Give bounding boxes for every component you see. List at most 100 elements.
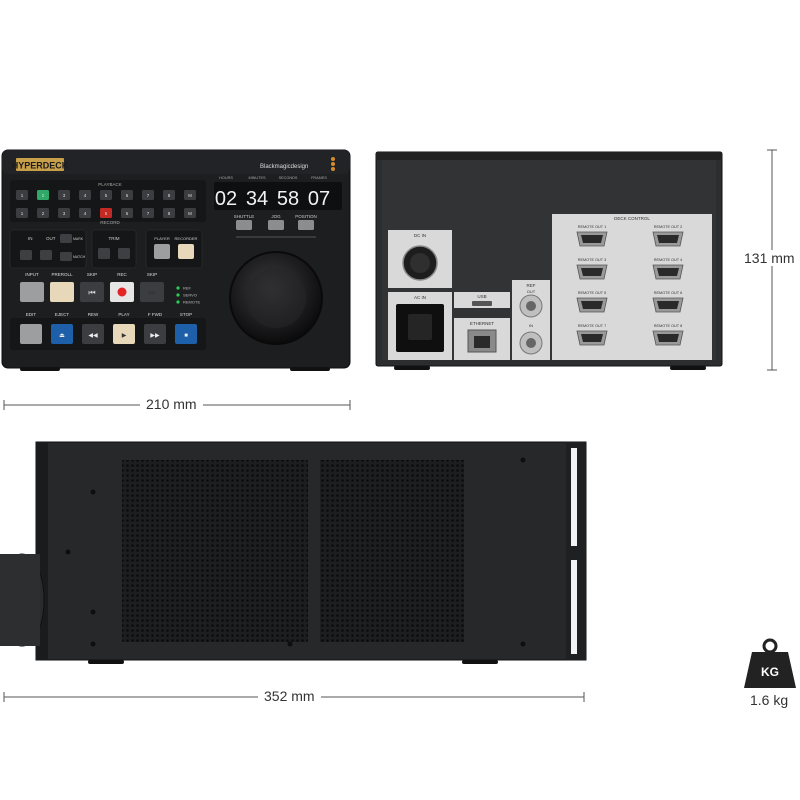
record-key-4[interactable] xyxy=(79,208,91,218)
player-label: PLAYER xyxy=(154,236,170,241)
playback-key-3[interactable] xyxy=(58,190,70,200)
jog-mode-label: SHUTTLE xyxy=(234,214,255,219)
shuttle-button[interactable] xyxy=(236,220,252,230)
playback-key-label: 6 xyxy=(126,193,129,198)
svg-text:MATCH: MATCH xyxy=(73,255,86,259)
brand-label: Blackmagicdesign xyxy=(260,164,308,170)
mark-button[interactable] xyxy=(60,234,72,243)
record-key-8[interactable] xyxy=(163,208,175,218)
remote-port-label: REMOTE OUT 6 xyxy=(654,291,682,295)
height-dimension: 131 mm xyxy=(738,250,800,266)
stop-icon: ■ xyxy=(184,333,188,339)
playback-label: PLAYBACK xyxy=(98,182,121,187)
rewind-icon: ◀◀ xyxy=(88,333,98,339)
brand-icon xyxy=(331,157,335,171)
transport-rew-button[interactable] xyxy=(82,324,104,344)
transport-play-button[interactable] xyxy=(113,324,135,344)
svg-text:REMOTE: REMOTE xyxy=(183,300,200,305)
remote-port-label: REMOTE OUT 2 xyxy=(654,225,682,229)
record-key-7[interactable] xyxy=(142,208,154,218)
transport-label: EDIT xyxy=(26,312,37,317)
transport-f-fwd-button[interactable] xyxy=(144,324,166,344)
playback-key-1[interactable] xyxy=(16,190,28,200)
record-key-label: M xyxy=(188,211,192,216)
record-key-6[interactable] xyxy=(121,208,133,218)
transport-edit-button[interactable] xyxy=(20,324,42,344)
record-key-3[interactable] xyxy=(58,208,70,218)
trim-minus-button[interactable] xyxy=(98,248,110,259)
trim-plus-button[interactable] xyxy=(118,248,130,259)
record-key-label: 3 xyxy=(63,211,66,216)
record-key-label: 1 xyxy=(21,211,24,216)
record-key-1[interactable] xyxy=(16,208,28,218)
skip-forward-icon: ⏭ xyxy=(148,288,155,297)
player-button[interactable] xyxy=(154,244,170,259)
depth-dimension: 352 mm xyxy=(258,688,321,704)
recorder-button[interactable] xyxy=(178,244,194,259)
skip-back-icon: ⏮ xyxy=(88,288,95,297)
svg-text:REF: REF xyxy=(183,286,192,291)
transport-label: REW xyxy=(88,312,99,317)
out-button[interactable] xyxy=(40,250,52,260)
timecode-digits: 02 xyxy=(215,188,237,210)
status-indicators: REF SERVO REMOTE xyxy=(176,286,200,305)
width-dimension: 210 mm xyxy=(140,396,203,412)
record-key-label: 2 xyxy=(42,211,45,216)
timecode-header: MINUTES xyxy=(248,176,266,180)
record-key-label: 5 xyxy=(105,211,108,216)
playback-key-7[interactable] xyxy=(142,190,154,200)
playback-key-label: 5 xyxy=(105,193,108,198)
playback-key-8[interactable] xyxy=(163,190,175,200)
timecode-header: FRAMES xyxy=(311,176,327,180)
ref-label: REF xyxy=(527,283,536,288)
transport-input-button[interactable] xyxy=(20,282,44,302)
transport-preroll-button[interactable] xyxy=(50,282,74,302)
front-panel: HYPERDECK Blackmagicdesign PLAYBACK RECO… xyxy=(1,149,351,371)
playback-key-4[interactable] xyxy=(79,190,91,200)
transport-label: SKIP xyxy=(147,272,157,277)
in-button[interactable] xyxy=(20,250,32,260)
out-label: OUT xyxy=(46,236,56,241)
transport-label: REC xyxy=(117,272,127,277)
record-key-label: 6 xyxy=(126,211,129,216)
playback-key-label: 7 xyxy=(147,193,150,198)
side-view xyxy=(0,441,587,664)
in-label: IN xyxy=(28,236,33,241)
transport-stop-button[interactable] xyxy=(175,324,197,344)
recorder-label: RECORDER xyxy=(175,236,198,241)
remote-port-label: REMOTE OUT 5 xyxy=(578,291,606,295)
ref-out-label: OUT xyxy=(527,289,536,294)
transport-label: PREROLL xyxy=(51,272,73,277)
playback-key-label: M xyxy=(188,193,192,198)
match-button[interactable] xyxy=(60,252,72,261)
position-button[interactable] xyxy=(298,220,314,230)
remote-port-label: REMOTE OUT 1 xyxy=(578,225,606,229)
playback-key-9[interactable] xyxy=(184,190,196,200)
remote-port-label: REMOTE OUT 3 xyxy=(578,258,606,262)
timecode-display xyxy=(214,182,342,210)
jog-button[interactable] xyxy=(268,220,284,230)
transport-label: STOP xyxy=(180,312,192,317)
record-key-5[interactable] xyxy=(100,208,112,218)
playback-key-5[interactable] xyxy=(100,190,112,200)
transport-skip-button[interactable] xyxy=(140,282,164,302)
playback-key-2[interactable] xyxy=(37,190,49,200)
jog-mode-label: JOG xyxy=(271,214,281,219)
record-key-2[interactable] xyxy=(37,208,49,218)
record-key-9[interactable] xyxy=(184,208,196,218)
remote-port-label: REMOTE OUT 4 xyxy=(654,258,682,262)
transport-skip-button[interactable] xyxy=(80,282,104,302)
remote-port-label: REMOTE OUT 7 xyxy=(578,324,606,328)
record-key-label: 8 xyxy=(168,211,171,216)
usb-label: USB xyxy=(477,294,486,299)
record-label: RECORD xyxy=(100,220,120,225)
timecode-digits: 34 xyxy=(246,188,268,210)
svg-text:HYPERDECK: HYPERDECK xyxy=(12,161,69,171)
transport-eject-button[interactable] xyxy=(51,324,73,344)
record-icon xyxy=(117,287,127,297)
usb-port[interactable] xyxy=(472,301,492,306)
record-key-label: 7 xyxy=(147,211,150,216)
playback-key-6[interactable] xyxy=(121,190,133,200)
